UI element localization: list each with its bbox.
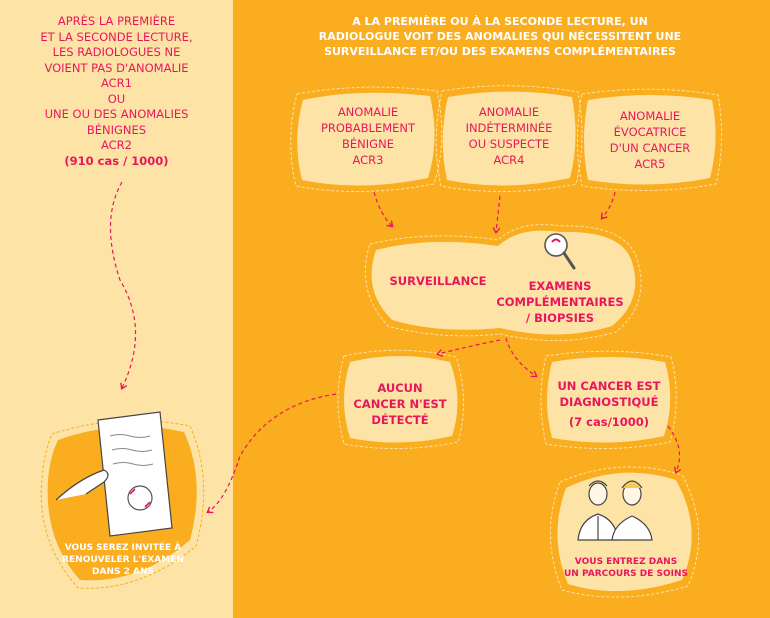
renew-line: RENOUVELER L'EXAMEN bbox=[62, 555, 184, 565]
acr3-line: PROBABLEMENT bbox=[320, 121, 416, 135]
top-line: A LA PREMIÈRE OU À LA SECONDE LECTURE, U… bbox=[352, 15, 648, 28]
left-line: APRÈS LA PREMIÈRE bbox=[57, 14, 176, 28]
left-line: ACR2 bbox=[100, 138, 132, 152]
acr4-line: OU SUSPECTE bbox=[468, 137, 550, 151]
left-line: UNE OU DES ANOMALIES bbox=[44, 107, 189, 121]
central-blob bbox=[371, 230, 636, 335]
examens-box: EXAMENS COMPLÉMENTAIRES / BIOPSIES bbox=[492, 278, 628, 326]
cancer-line: UN CANCER EST bbox=[557, 379, 661, 393]
acr5-outline bbox=[577, 88, 723, 192]
left-description: APRÈS LA PREMIÈRE ET LA SECONDE LECTURE,… bbox=[20, 14, 213, 169]
arrow-cancer-to-parcours bbox=[667, 425, 682, 474]
acr5-blob bbox=[584, 95, 716, 185]
examens-line: EXAMENS bbox=[528, 279, 592, 293]
doctors-illustration bbox=[577, 480, 653, 541]
cancer-box: UN CANCER EST DIAGNOSTIQUÉ (7 cas/1000) bbox=[548, 378, 670, 430]
surveillance-label: SURVEILLANCE bbox=[389, 274, 487, 288]
aucun-line: DÉTECTÉ bbox=[371, 413, 429, 427]
acr5-line: ÉVOCATRICE bbox=[613, 125, 687, 139]
aucun-line: AUCUN bbox=[377, 381, 423, 395]
left-line: ET LA SECONDE LECTURE, bbox=[40, 29, 193, 44]
top-line: RADIOLOGUE VOIT DES ANOMALIES QUI NÉCESS… bbox=[318, 30, 682, 43]
aucun-blob bbox=[344, 356, 458, 443]
acr4-line: ACR4 bbox=[493, 153, 525, 167]
acr5-box: ANOMALIE ÉVOCATRICE D'UN CANCER ACR5 bbox=[584, 108, 716, 172]
aucun-outline bbox=[337, 349, 464, 450]
acr4-box: ANOMALIE INDÉTERMINÉE OU SUSPECTE ACR4 bbox=[442, 104, 576, 168]
renew-text: VOUS SEREZ INVITÉE À RENOUVELER L'EXAMEN… bbox=[48, 542, 198, 578]
renew-line: DANS 2 ANS bbox=[92, 567, 154, 577]
top-description: A LA PREMIÈRE OU À LA SECONDE LECTURE, U… bbox=[280, 14, 720, 59]
acr5-line: ANOMALIE bbox=[619, 109, 681, 123]
acr3-box: ANOMALIE PROBABLEMENT BÉNIGNE ACR3 bbox=[300, 104, 436, 168]
left-count: (910 cas / 1000) bbox=[64, 153, 169, 168]
acr5-line: D'UN CANCER bbox=[609, 141, 691, 155]
aucun-line: CANCER N'EST bbox=[353, 397, 447, 411]
acr5-line: ACR5 bbox=[634, 157, 666, 171]
acr3-line: ACR3 bbox=[352, 153, 384, 167]
left-line: OU bbox=[107, 91, 126, 106]
arrow-left-down bbox=[109, 181, 137, 390]
arrow-acr4 bbox=[492, 195, 501, 235]
parcours-line: VOUS ENTREZ DANS bbox=[574, 557, 678, 567]
acr3-line: BÉNIGNE bbox=[342, 137, 394, 151]
acr4-line: ANOMALIE bbox=[478, 105, 540, 119]
cancer-blob bbox=[547, 357, 671, 443]
parcours-line: UN PARCOURS DE SOINS bbox=[564, 569, 688, 579]
left-line: LES RADIOLOGUES NE bbox=[52, 45, 181, 59]
arrow-acr3 bbox=[373, 191, 394, 228]
parcours-text: VOUS ENTREZ DANS UN PARCOURS DE SOINS bbox=[560, 556, 692, 580]
arrow-to-cancer bbox=[505, 337, 538, 378]
left-line: ACR1 bbox=[100, 76, 132, 90]
renew-outline bbox=[40, 420, 205, 589]
parcours-outline bbox=[549, 466, 700, 598]
arrow-to-aucun bbox=[436, 339, 501, 357]
examens-line: / BIOPSIES bbox=[525, 311, 595, 325]
acr3-outline bbox=[290, 86, 443, 192]
acr4-blob bbox=[442, 91, 576, 186]
document-illustration bbox=[55, 411, 173, 537]
top-line: SURVEILLANCE ET/OU DES EXAMENS COMPLÉMEN… bbox=[324, 45, 676, 58]
renew-line: VOUS SEREZ INVITÉE À bbox=[64, 543, 182, 553]
acr3-line: ANOMALIE bbox=[337, 105, 399, 119]
left-line: BÉNIGNES bbox=[86, 122, 147, 137]
cancer-count: (7 cas/1000) bbox=[568, 415, 650, 429]
left-line: VOIENT PAS D'ANOMALIE bbox=[44, 60, 189, 75]
acr4-outline bbox=[435, 85, 583, 192]
cancer-line: DIAGNOSTIQUÉ bbox=[559, 395, 659, 409]
arrow-aucun-to-renew bbox=[206, 393, 337, 514]
central-outline bbox=[364, 224, 642, 342]
arrow-acr5 bbox=[600, 191, 616, 220]
arrows bbox=[109, 181, 682, 514]
magnifier-icon bbox=[544, 233, 576, 270]
examens-line: COMPLÉMENTAIRES bbox=[496, 295, 624, 309]
acr3-blob bbox=[297, 92, 435, 186]
acr4-line: INDÉTERMINÉE bbox=[465, 121, 553, 135]
aucun-box: AUCUN CANCER N'EST DÉTECTÉ bbox=[346, 380, 454, 428]
cancer-outline bbox=[540, 350, 677, 450]
